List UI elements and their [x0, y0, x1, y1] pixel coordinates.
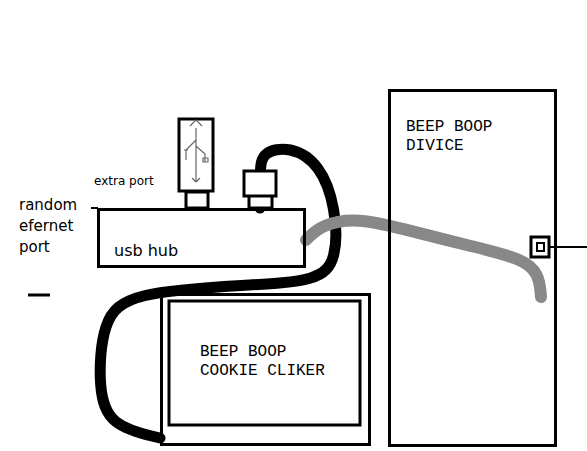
cookie-cliker-box: BEEP BOOP COOKIE CLIKER: [160, 293, 371, 446]
port-label: random efernet port: [19, 195, 91, 258]
port-socket: [537, 243, 544, 251]
usb-plug: [186, 192, 208, 208]
node-label: usb hub: [114, 241, 303, 260]
usb-stick: [179, 119, 213, 191]
screen-frame: [169, 301, 360, 425]
device-box: BEEP BOOP DIVICE: [388, 89, 557, 447]
dash-mark: [28, 294, 50, 297]
cable-plug: [244, 171, 276, 196]
device-port: [531, 237, 549, 257]
node-label: BEEP BOOP DIVICE: [406, 118, 526, 156]
ethernet-cable: [306, 221, 541, 297]
hub-box: usb hub: [97, 208, 306, 268]
node-label: BEEP BOOP COOKIE CLIKER: [200, 343, 345, 381]
usb-icon: [184, 120, 208, 182]
port-label: extra port: [94, 174, 154, 188]
